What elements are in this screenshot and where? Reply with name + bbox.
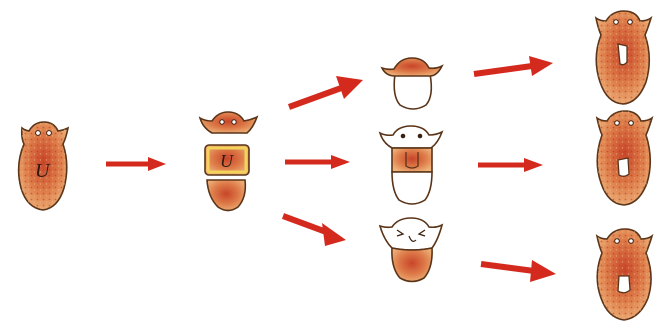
tail-piece: [207, 180, 245, 211]
eye-spot: [47, 131, 52, 136]
eye-spot: [220, 120, 224, 124]
regenerated-planarian-bottom: [597, 229, 652, 320]
cut-into-three-pieces: U: [200, 112, 257, 211]
arrow-to-tail-regeneration: [283, 216, 346, 246]
pharynx-label: U: [35, 160, 51, 182]
arrow-to-regenerated-bottom: [481, 260, 556, 282]
eye-spot: [628, 20, 633, 25]
eye-spot: [629, 239, 634, 244]
old-tail-tissue: [392, 248, 432, 282]
pharynx: [618, 276, 630, 293]
eye-spot: [615, 121, 620, 126]
eye-spot: [36, 131, 41, 136]
regenerated-planarian-middle: [597, 111, 652, 205]
new-body-tissue: [394, 74, 431, 109]
eye-spot: [232, 120, 236, 124]
regenerating-middle-piece: [380, 126, 442, 204]
new-tail-tissue: [392, 172, 432, 204]
old-head-tissue: [382, 58, 442, 76]
arrow-to-head-regeneration: [289, 76, 363, 107]
new-head-tissue: [380, 126, 442, 148]
regenerated-planarian-top: [596, 11, 651, 104]
pharynx-label: U: [220, 151, 234, 171]
arrow-to-cut: [106, 157, 166, 171]
arrow-to-regenerated-middle: [478, 158, 543, 172]
head-piece: [200, 112, 257, 133]
regenerating-tail-piece: [380, 218, 442, 282]
eye-spot: [615, 239, 620, 244]
pharynx: [618, 158, 629, 176]
eye-spot: [614, 20, 619, 25]
eye-spot: [629, 121, 634, 126]
arrow-to-regenerated-top: [474, 56, 553, 76]
eye-spot: [418, 134, 423, 139]
intact-planarian: U: [19, 122, 68, 210]
new-head-tissue: [380, 218, 442, 250]
regenerating-head-piece: [382, 58, 442, 109]
pharynx: [618, 44, 627, 65]
arrow-to-middle-regeneration: [285, 155, 350, 169]
eye-spot: [401, 134, 406, 139]
